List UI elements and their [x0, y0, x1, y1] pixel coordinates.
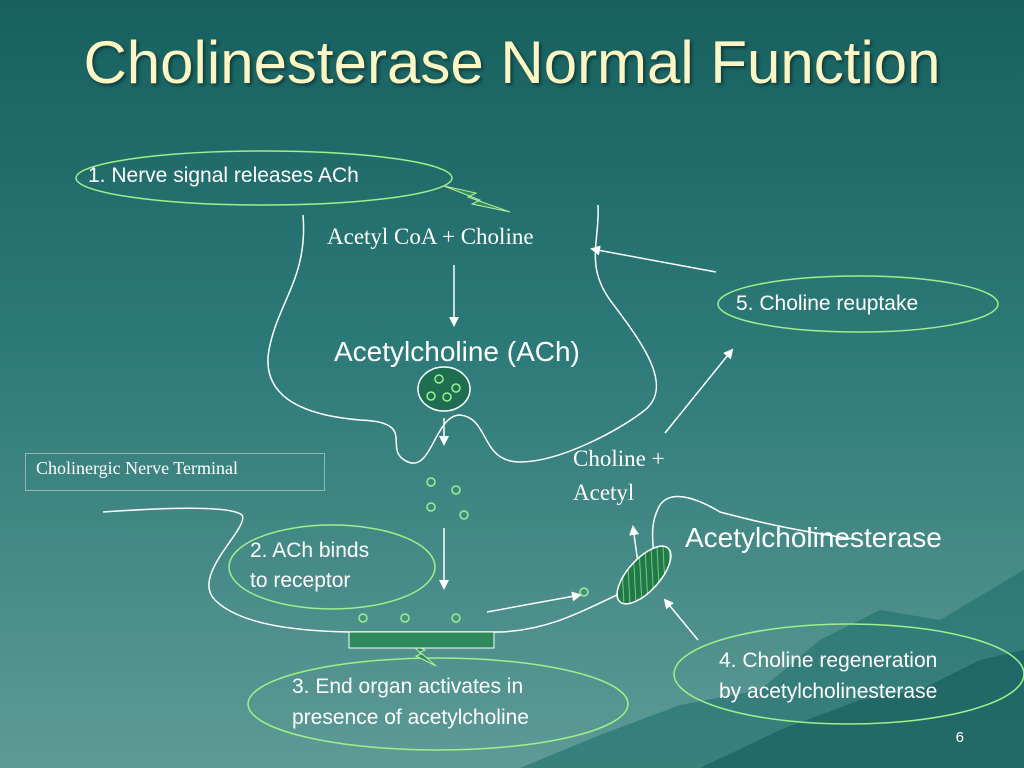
step2-label-line1: 2. ACh binds [250, 539, 370, 562]
postsynaptic-membrane [102, 495, 861, 633]
ach-molecule [426, 477, 436, 487]
hydrolysis-arrow [629, 525, 640, 564]
to-enzyme-arrow [486, 591, 582, 613]
ach-vesicle [417, 366, 471, 412]
step4-label-line1: 4. Choline regeneration [719, 649, 938, 672]
vesicle-molecule [451, 383, 461, 393]
ach-molecule [459, 510, 469, 520]
reuptake-arrow [664, 348, 734, 434]
products-label-line2: Acetyl [573, 480, 635, 505]
step2-oval [228, 524, 436, 610]
bound-ach-molecule [400, 613, 410, 623]
enzyme-label: Acetylcholinesterase [685, 522, 942, 553]
nerve-terminal-label-text: Cholinergic Nerve Terminal [36, 458, 239, 478]
nerve-terminal-label: Cholinergic Nerve Terminal [25, 453, 325, 491]
acetylcholinesterase-enzyme [616, 545, 672, 605]
vesicle-molecule [426, 391, 436, 401]
step1-label: 1. Nerve signal releases ACh [88, 164, 359, 187]
vesicle-molecule [442, 392, 452, 402]
step4-pointer-arrow [663, 598, 699, 641]
nerve-terminal-membrane [267, 204, 658, 464]
ach-molecule [426, 502, 436, 512]
step3-label-line1: 3. End organ activates in [292, 675, 524, 698]
ach-molecule [451, 485, 461, 495]
nerve-signal-lightning-icon [443, 185, 511, 213]
vesicle-molecule [434, 374, 444, 384]
step5-pointer-arrow [590, 245, 717, 273]
receptor [348, 631, 495, 649]
page-number: 6 [955, 729, 964, 746]
step4-label-line2: by acetylcholinesterase [719, 680, 938, 703]
step5-oval [717, 275, 999, 333]
step2-label-line2: to receptor [250, 569, 351, 592]
products-label-line1: Choline + [573, 446, 665, 471]
step4-oval [673, 623, 1024, 725]
step5-label: 5. Choline reuptake [736, 292, 919, 315]
bound-ach-molecule [358, 613, 368, 623]
step1-oval [75, 150, 453, 206]
precursors-label: Acetyl CoA + Choline [327, 224, 534, 249]
bound-ach-molecule [451, 613, 461, 623]
free-ach-molecule [579, 587, 589, 597]
step3-oval [247, 657, 629, 751]
mountain-decoration-front [700, 650, 1024, 768]
acetylcholine-label: Acetylcholine (ACh) [334, 336, 580, 367]
slide-title: Cholinesterase Normal Function [83, 29, 941, 96]
step3-label-line2: presence of acetylcholine [292, 706, 529, 729]
